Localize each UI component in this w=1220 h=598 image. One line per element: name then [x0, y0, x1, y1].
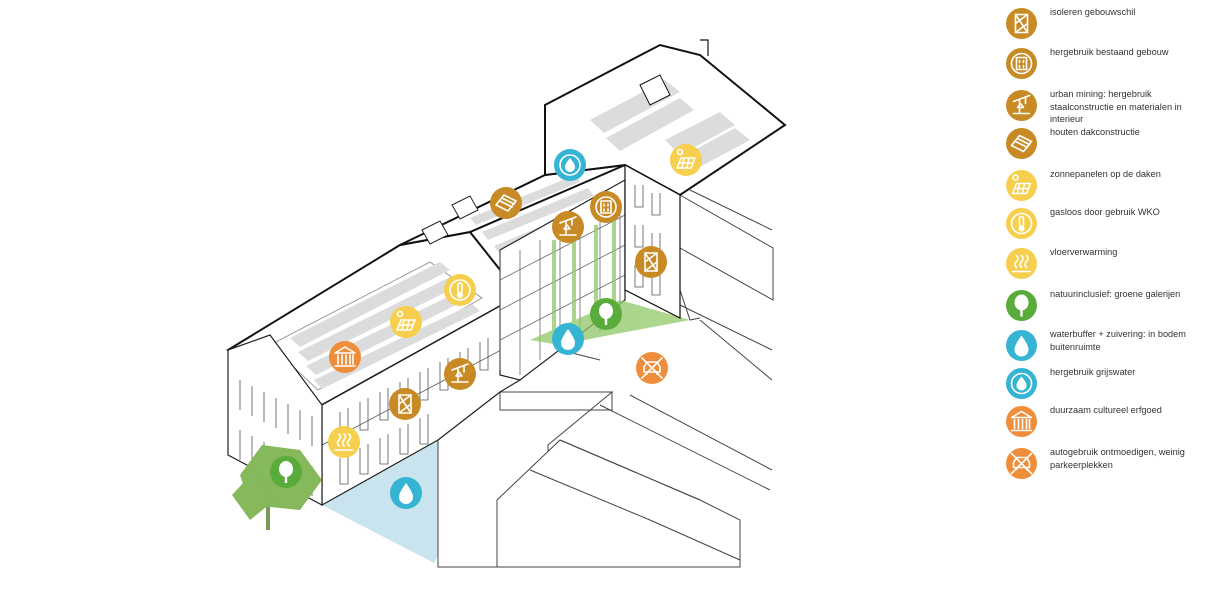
tree-marker	[270, 456, 302, 488]
legend-item-label: duurzaam cultureel erfgoed	[1050, 405, 1162, 415]
floor-heating-marker	[328, 426, 360, 458]
roof-dormers	[421, 195, 479, 245]
legend-item: zonnepanelen op de daken	[1004, 168, 1204, 202]
no-car-icon	[1006, 448, 1037, 479]
legend-item-label: zonnepanelen op de daken	[1050, 169, 1161, 179]
insulation-panel-marker	[389, 388, 421, 420]
reuse-building-icon	[1006, 48, 1037, 79]
water-drop-marker	[552, 323, 584, 355]
thermometer-marker	[444, 274, 476, 306]
water-recycle-icon	[1006, 368, 1037, 399]
water-buffer-area	[322, 440, 440, 563]
legend-item-label: urban mining: hergebruik staalconstructi…	[1050, 89, 1182, 124]
heritage-building-marker	[329, 341, 361, 373]
crane-recycle-icon	[1006, 90, 1037, 121]
legend-item-label: houten dakconstructie	[1050, 127, 1140, 137]
floor-heating-icon	[1006, 248, 1037, 279]
insulation-panel-marker	[635, 246, 667, 278]
legend-item: hergebruik grijswater	[1004, 366, 1204, 400]
no-car-marker	[636, 352, 668, 384]
crane-recycle-marker	[444, 358, 476, 390]
legend-item: gasloos door gebruik WKO	[1004, 206, 1204, 240]
reuse-building-marker	[590, 191, 622, 223]
legend-item-label: autogebruik ontmoedigen, weinig parkeerp…	[1050, 447, 1185, 470]
marker-layer	[270, 144, 702, 509]
legend-item-label: gasloos door gebruik WKO	[1050, 207, 1160, 217]
legend-item: isoleren gebouwschil	[1004, 6, 1204, 40]
timber-roof-marker	[490, 187, 522, 219]
tree-icon	[1006, 290, 1037, 321]
crane-recycle-marker	[552, 211, 584, 243]
legend-item-label: hergebruik bestaand gebouw	[1050, 47, 1169, 57]
legend-item-label: natuurinclusief: groene galerijen	[1050, 289, 1181, 299]
legend-item: duurzaam cultureel erfgoed	[1004, 404, 1204, 438]
legend-item: autogebruik ontmoedigen, weinig parkeerp…	[1004, 446, 1204, 480]
legend-item: houten dakconstructie	[1004, 126, 1204, 160]
legend-item-label: vloerverwarming	[1050, 247, 1118, 257]
legend-item: vloerverwarming	[1004, 246, 1204, 280]
tree-marker	[590, 298, 622, 330]
legend-item-label: isoleren gebouwschil	[1050, 7, 1136, 17]
legend-item-label: waterbuffer + zuivering: in bodem buiten…	[1050, 329, 1186, 352]
legend-item-label: hergebruik grijswater	[1050, 367, 1136, 377]
insulation-panel-icon	[1006, 8, 1037, 39]
solar-panel-icon	[1006, 170, 1037, 201]
neighbouring-buildings	[437, 189, 773, 568]
rear-wing	[544, 39, 787, 319]
solar-panel-marker	[670, 144, 702, 176]
thermometer-icon	[1006, 208, 1037, 239]
solar-panel-marker	[390, 306, 422, 338]
legend-item: waterbuffer + zuivering: in bodem buiten…	[1004, 328, 1204, 362]
heritage-building-icon	[1006, 406, 1037, 437]
legend-item: hergebruik bestaand gebouw	[1004, 46, 1204, 80]
legend-item: urban mining: hergebruik staalconstructi…	[1004, 88, 1204, 124]
water-drop-icon	[1006, 330, 1037, 361]
water-recycle-marker	[554, 149, 586, 181]
timber-roof-icon	[1006, 128, 1037, 159]
legend-item: natuurinclusief: groene galerijen	[1004, 288, 1204, 322]
water-drop-marker	[390, 477, 422, 509]
